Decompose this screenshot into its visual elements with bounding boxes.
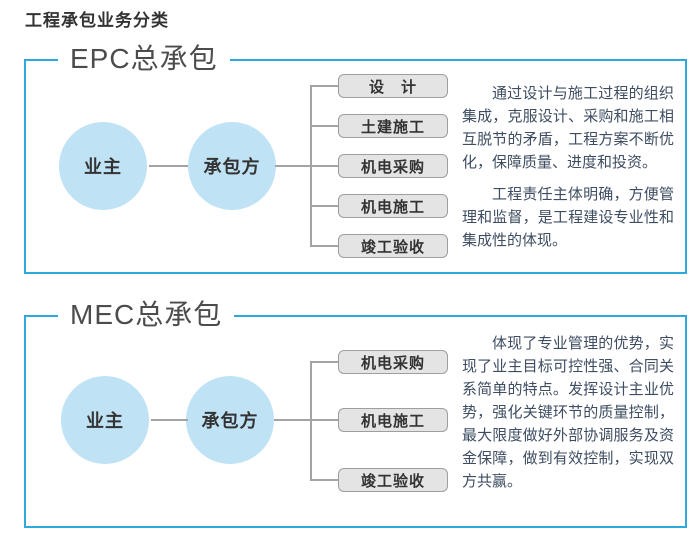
- task-box-me-procurement: 机电采购: [338, 154, 448, 178]
- task-box-completion-acceptance: 竣工验收: [338, 234, 448, 258]
- task-box-me-construction: 机电施工: [338, 408, 448, 432]
- owner-label: 业主: [84, 157, 122, 177]
- task-box-me-construction: 机电施工: [338, 194, 448, 218]
- section-epc-title: EPC总承包: [58, 42, 230, 76]
- description-paragraph: 体现了专业管理的优势，实现了业主目标可控性强、合同关系简单的特点。发挥设计主业优…: [462, 335, 674, 490]
- branch-trunk-line: [310, 361, 312, 481]
- contractor-label: 承包方: [203, 157, 261, 177]
- task-box-design: 设 计: [338, 74, 448, 98]
- section-mec-description: 体现了专业管理的优势，实现了业主目标可控性强、合同关系简单的特点。发挥设计主业优…: [462, 332, 674, 493]
- description-paragraph: 通过设计与施工过程的组织集成，克服设计、采购和施工相互脱节的矛盾，工程方案不断优…: [462, 85, 674, 171]
- owner-label: 业主: [86, 411, 124, 431]
- branch-stub-line: [310, 205, 339, 207]
- branch-stub-line: [310, 245, 339, 247]
- contractor-label: 承包方: [201, 411, 259, 431]
- branch-stub-line: [310, 125, 339, 127]
- task-box-civil-construction: 土建施工: [338, 114, 448, 138]
- contractor-circle: 承包方: [186, 376, 274, 464]
- section-mec-title: MEC总承包: [58, 298, 235, 332]
- section-epc-description: 通过设计与施工过程的组织集成，克服设计、采购和施工相互脱节的矛盾，工程方案不断优…: [462, 82, 674, 252]
- description-paragraph: 工程责任主体明确，方便管理和监督，是工程建设专业性和集成性的体现。: [462, 186, 674, 249]
- branch-stub-line: [310, 419, 339, 421]
- section-mec: MEC总承包 业主 承包方 机电采购 机电施工 竣工验收 体现了专业管理的优势，…: [24, 298, 687, 528]
- branch-stub-line: [310, 361, 339, 363]
- branch-stub-line: [310, 479, 339, 481]
- owner-circle: 业主: [61, 376, 149, 464]
- page-title: 工程承包业务分类: [25, 11, 169, 30]
- task-box-me-procurement: 机电采购: [338, 350, 448, 374]
- contractor-trunk-connector-line: [274, 419, 311, 421]
- owner-contractor-connector-line: [149, 165, 188, 167]
- branch-stub-line: [310, 165, 339, 167]
- contractor-trunk-connector-line: [275, 165, 311, 167]
- owner-circle: 业主: [59, 122, 147, 210]
- task-box-completion-acceptance: 竣工验收: [338, 468, 448, 492]
- owner-contractor-connector-line: [151, 419, 188, 421]
- branch-stub-line: [310, 85, 339, 87]
- section-epc: EPC总承包 业主 承包方 设 计 土建施工 机电采购 机电施工 竣工验收 通过…: [24, 42, 687, 274]
- contractor-circle: 承包方: [188, 122, 276, 210]
